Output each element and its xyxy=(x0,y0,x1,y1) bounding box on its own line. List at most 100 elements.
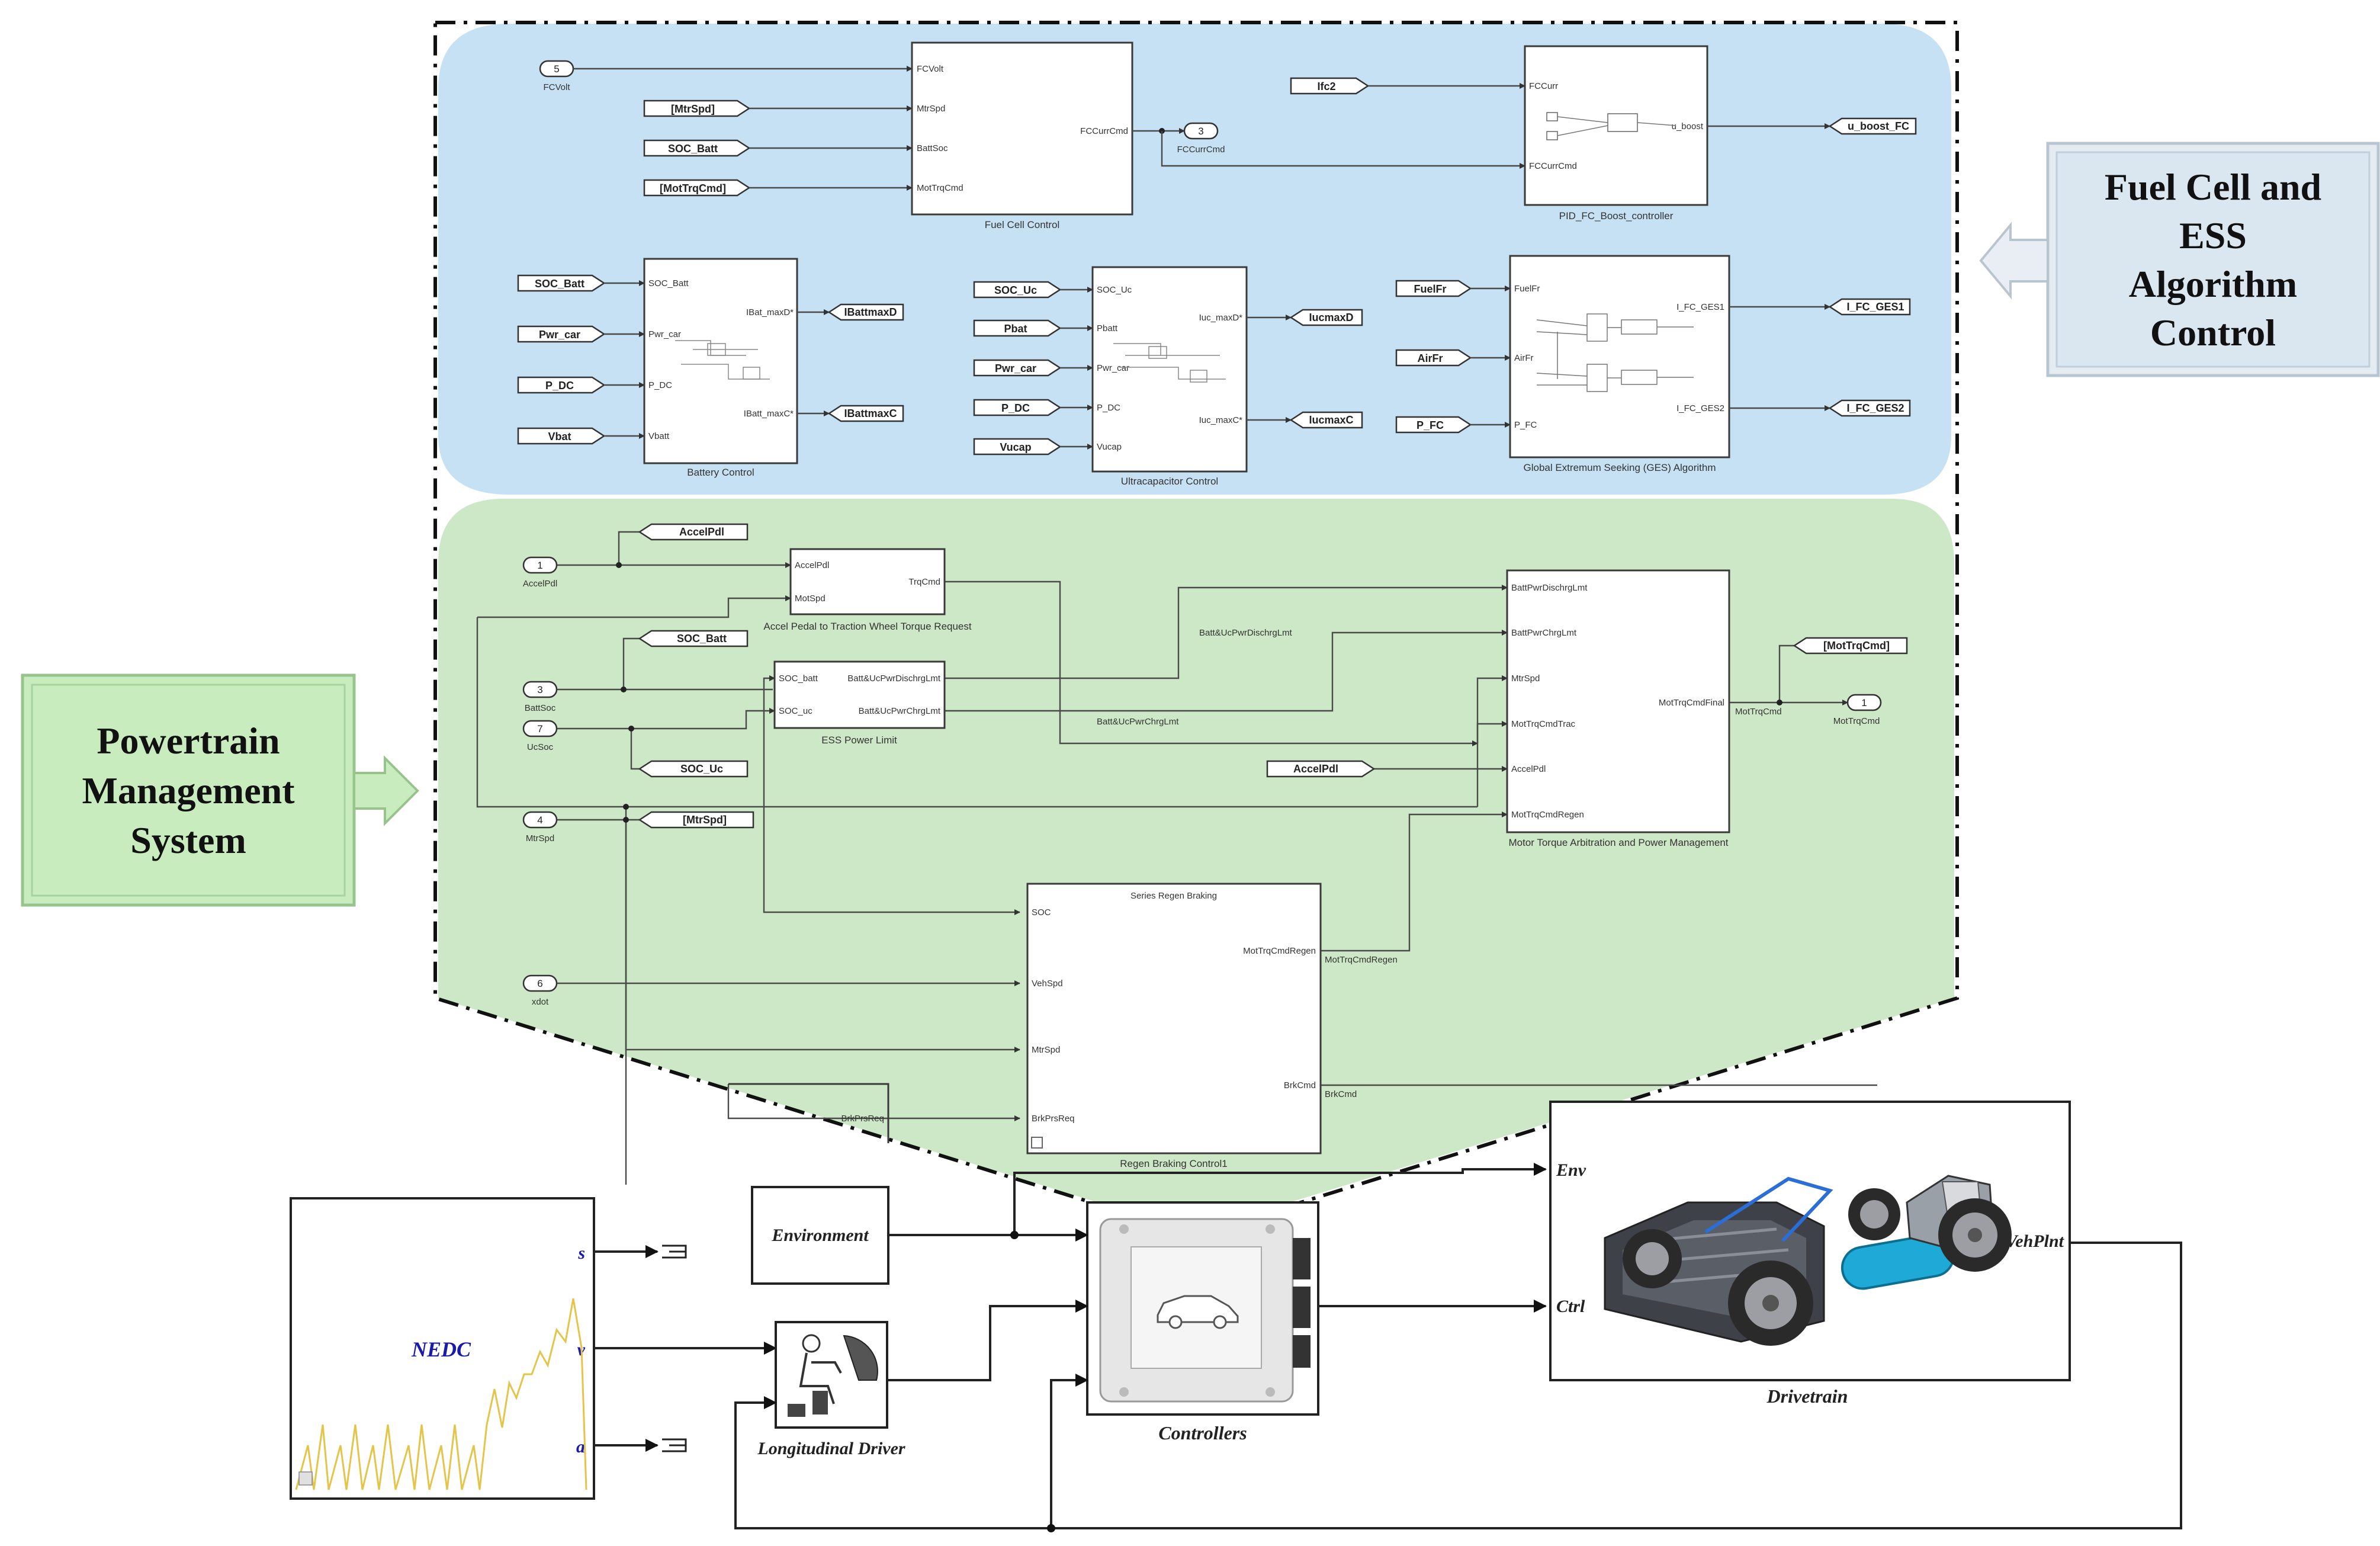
svg-text:Batt&UcPwrChrgLmt: Batt&UcPwrChrgLmt xyxy=(859,706,941,716)
from-tag-soc-batt[interactable]: SOC_Batt xyxy=(643,139,751,157)
from-tag-mtrspd[interactable]: [MtrSpd] xyxy=(643,100,751,117)
svg-text:Vbatt: Vbatt xyxy=(648,431,670,441)
goto-tag-ibattmaxc[interactable]: IBattmaxC xyxy=(827,405,904,422)
svg-text:IucmaxD: IucmaxD xyxy=(1309,312,1353,323)
svg-text:SOC_Batt: SOC_Batt xyxy=(535,278,584,290)
svg-text:FCCurrCmd: FCCurrCmd xyxy=(1529,161,1577,171)
brkprsreq-block[interactable]: BrkPrsReq xyxy=(728,1083,889,1143)
environment-block[interactable]: Environment xyxy=(751,1186,889,1285)
fuel-cell-control-block[interactable]: FCVolt MtrSpd BattSoc MotTrqCmd FCCurrCm… xyxy=(911,41,1133,216)
uc-from-tag-pwr-car[interactable]: Pwr_car xyxy=(973,359,1062,377)
svg-text:I_FC_GES2: I_FC_GES2 xyxy=(1846,402,1904,414)
goto-tag-i-fc-ges2[interactable]: I_FC_GES2 xyxy=(1828,399,1911,417)
terminator-s-icon xyxy=(662,1245,687,1259)
goto-tag-accelpdl[interactable]: AccelPdl xyxy=(638,523,749,541)
from-tag-ifc2[interactable]: Ifc2 xyxy=(1290,77,1370,95)
svg-text:MotTrqCmdTrac: MotTrqCmdTrac xyxy=(1511,719,1576,729)
fcvolt-inport[interactable]: 5 xyxy=(539,60,574,78)
battery-from-tag-p-dc[interactable]: P_DC xyxy=(517,376,606,394)
ges-from-tag-airfr[interactable]: AirFr xyxy=(1395,349,1472,367)
signal-dischrg-label: Batt&UcPwrDischrgLmt xyxy=(1199,628,1293,638)
svg-text:I_FC_GES1: I_FC_GES1 xyxy=(1676,302,1724,312)
callout-fc-line3: Algorithm xyxy=(2129,263,2297,305)
pid-fc-boost-block[interactable]: FCCurr FCCurrCmd u_boost xyxy=(1524,45,1708,206)
inport-ucsoc[interactable]: 7 xyxy=(522,720,558,737)
svg-text:TrqCmd: TrqCmd xyxy=(908,577,940,587)
ess-power-limit-block[interactable]: SOC_batt SOC_uc Batt&UcPwrDischrgLmt Bat… xyxy=(773,660,946,729)
svg-text:MotSpd: MotSpd xyxy=(795,594,826,604)
ultracap-control-block[interactable]: SOC_Uc Pbatt Pwr_car P_DC Vucap Iuc_maxD… xyxy=(1091,266,1248,473)
drivetrain-block[interactable]: Env Ctrl VehPlnt xyxy=(1549,1101,2071,1381)
battery-from-tag-vbat[interactable]: Vbat xyxy=(517,427,606,445)
nedc-label: NEDC xyxy=(411,1337,471,1361)
svg-text:4: 4 xyxy=(537,814,542,826)
svg-text:FuelFr: FuelFr xyxy=(1514,284,1540,294)
goto-tag-soc-uc[interactable]: SOC_Uc xyxy=(638,760,749,778)
pms-callout-arrow-icon xyxy=(353,755,419,826)
vehicle-chassis-icon xyxy=(1604,1175,2012,1346)
svg-text:P_DC: P_DC xyxy=(648,380,672,390)
svg-text:7: 7 xyxy=(537,723,542,734)
svg-text:[MotTrqCmd]: [MotTrqCmd] xyxy=(660,182,726,194)
goto-tag-ibattmaxd[interactable]: IBattmaxD xyxy=(827,303,904,321)
uc-from-tag-pbat[interactable]: Pbat xyxy=(973,319,1062,337)
svg-text:I_FC_GES1: I_FC_GES1 xyxy=(1846,301,1904,313)
inport-accelpdl-label: AccelPdl xyxy=(523,579,557,589)
ultracap-control-caption: Ultracapacitor Control xyxy=(1121,476,1218,487)
inport-ucsoc-label: UcSoc xyxy=(527,742,554,752)
longitudinal-driver-block[interactable] xyxy=(775,1321,888,1429)
accel-pedal-block[interactable]: AccelPdl MotSpd TrqCmd xyxy=(789,548,946,615)
ess-power-limit-caption: ESS Power Limit xyxy=(821,734,897,746)
accel-pedal-caption: Accel Pedal to Traction Wheel Torque Req… xyxy=(763,621,971,632)
inport-accelpdl[interactable]: 1 xyxy=(522,556,558,574)
from-tag-accelpdl-2[interactable]: AccelPdl xyxy=(1266,760,1376,778)
ges-from-tag-p-fc[interactable]: P_FC xyxy=(1395,416,1472,434)
goto-tag-soc-batt[interactable]: SOC_Batt xyxy=(638,630,749,647)
svg-text:MtrSpd: MtrSpd xyxy=(917,104,945,114)
svg-text:IBattmaxC: IBattmaxC xyxy=(844,408,897,419)
car-icon xyxy=(1157,1295,1239,1323)
svg-text:Pwr_car: Pwr_car xyxy=(539,329,580,341)
regen-braking-caption: Regen Braking Control1 xyxy=(1120,1158,1227,1169)
goto-tag-u-boost-fc[interactable]: u_boost_FC xyxy=(1828,117,1917,135)
goto-tag-iucmaxc[interactable]: IucmaxC xyxy=(1289,411,1363,429)
goto-tag-i-fc-ges1[interactable]: I_FC_GES1 xyxy=(1828,298,1911,316)
battery-from-tag-pwr-car[interactable]: Pwr_car xyxy=(517,325,606,343)
svg-text:P_DC: P_DC xyxy=(1001,402,1030,414)
goto-tag-mtrspd[interactable]: [MtrSpd] xyxy=(638,811,754,829)
svg-text:FCCurr: FCCurr xyxy=(1529,81,1558,91)
drivetrain-port-env: Env xyxy=(1556,1160,1586,1180)
battery-control-block[interactable]: SOC_Batt Pwr_car P_DC Vbatt IBat_maxD* I… xyxy=(643,258,798,464)
battery-from-tag-soc-batt[interactable]: SOC_Batt xyxy=(517,274,606,292)
motor-torque-caption: Motor Torque Arbitration and Power Manag… xyxy=(1508,837,1728,848)
regen-braking-block[interactable]: Series Regen Braking SOC VehSpd MtrSpd B… xyxy=(1026,883,1322,1154)
inport-mtrspd-label: MtrSpd xyxy=(526,833,554,843)
uc-from-tag-p-dc[interactable]: P_DC xyxy=(973,399,1062,416)
inport-xdot[interactable]: 6 xyxy=(522,974,558,992)
inport-battsoc[interactable]: 3 xyxy=(522,681,558,698)
inport-xdot-label: xdot xyxy=(532,997,549,1007)
svg-text:IBattmaxD: IBattmaxD xyxy=(844,306,897,318)
steering-wheel-icon xyxy=(843,1335,878,1381)
ges-block[interactable]: FuelFr AirFr P_FC I_FC_GES1 I_FC_GES2 xyxy=(1509,255,1730,458)
svg-text:BrkPrsReq: BrkPrsReq xyxy=(841,1114,884,1124)
svg-text:Series Regen Braking: Series Regen Braking xyxy=(1130,891,1217,901)
motor-torque-arbitration-block[interactable]: BattPwrDischrgLmt BattPwrChrgLmt MtrSpd … xyxy=(1506,569,1730,833)
from-tag-mottrqcmd[interactable]: [MotTrqCmd] xyxy=(643,179,751,197)
uc-from-tag-vucap[interactable]: Vucap xyxy=(973,438,1062,456)
svg-text:MotTrqCmdRegen: MotTrqCmdRegen xyxy=(1243,946,1316,956)
outport-mottrqcmd[interactable]: 1 xyxy=(1846,694,1882,711)
goto-tag-iucmaxd[interactable]: IucmaxD xyxy=(1289,309,1363,326)
callout-pms-line1: Powertrain xyxy=(97,720,280,762)
fccurrcmd-outport[interactable]: 3 xyxy=(1183,122,1219,140)
uc-from-tag-soc-uc[interactable]: SOC_Uc xyxy=(973,281,1062,299)
goto-tag-mottrqcmd[interactable]: [MotTrqCmd] xyxy=(1793,637,1908,655)
controllers-block[interactable] xyxy=(1086,1201,1319,1416)
nedc-block[interactable]: NEDC s v a xyxy=(290,1197,595,1500)
svg-text:1: 1 xyxy=(1861,697,1867,708)
inport-mtrspd[interactable]: 4 xyxy=(522,811,558,829)
svg-text:Pwr_car: Pwr_car xyxy=(995,363,1036,374)
fc-callout-arrow-icon xyxy=(1979,222,2049,300)
ges-from-tag-fuelfr[interactable]: FuelFr xyxy=(1395,280,1472,297)
svg-text:P_DC: P_DC xyxy=(545,380,574,392)
